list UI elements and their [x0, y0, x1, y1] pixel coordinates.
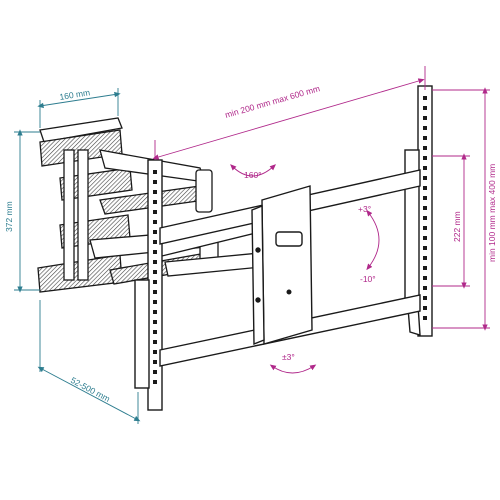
label-span-height: min 100 mm max 400 mm [487, 164, 497, 262]
dimension-lines-teal [14, 88, 141, 424]
label-rotation-angle: ±3° [282, 352, 295, 362]
label-height-left: 372 mm [4, 201, 14, 232]
label-swivel-angle: 160° [244, 170, 262, 180]
label-tilt-up: +3° [358, 204, 371, 214]
dimension-lines-magenta [152, 66, 490, 374]
wall-plate [37, 117, 133, 293]
label-plate-height: 222 mm [452, 211, 462, 242]
label-span-width: min 200 mm max 600 mm [224, 83, 321, 120]
label-tilt-down: -10° [360, 274, 376, 284]
label-depth-top: 160 mm [59, 87, 91, 102]
tilt-plate [251, 185, 313, 346]
label-extension: 52-500 mm [69, 375, 112, 404]
